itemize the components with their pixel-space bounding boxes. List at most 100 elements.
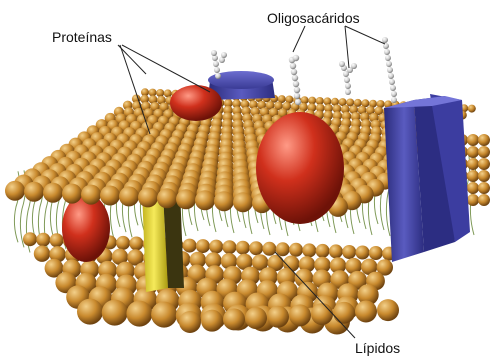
sugar-bead xyxy=(291,69,297,75)
lipid-head xyxy=(223,240,237,254)
peripheral-protein-red-small xyxy=(170,85,222,121)
lipid-head xyxy=(302,243,316,257)
sugar-bead xyxy=(293,55,299,61)
lipid-head xyxy=(138,187,158,207)
lipid-head xyxy=(195,190,215,210)
lipid-head xyxy=(5,181,25,201)
lipid-head xyxy=(214,191,234,211)
lipid-head xyxy=(156,89,164,97)
sugar-bead xyxy=(212,55,218,61)
sugar-bead xyxy=(214,67,220,73)
lipid-head xyxy=(289,304,311,326)
sugar-bead xyxy=(384,49,390,55)
lipid-head xyxy=(126,301,152,327)
lipid-head xyxy=(478,194,490,206)
sugar-bead xyxy=(215,73,221,79)
lipid-head xyxy=(356,246,370,260)
lipid-head xyxy=(249,241,263,255)
lipid-head xyxy=(333,302,355,324)
lipid-head xyxy=(233,192,253,212)
sugar-bead xyxy=(391,97,397,103)
lipid-head xyxy=(329,244,343,258)
lipid-head xyxy=(478,134,490,146)
sugar-bead xyxy=(294,93,300,99)
sugar-bead xyxy=(294,87,300,93)
transmembrane-protein-blue xyxy=(384,94,470,262)
lipid-head xyxy=(276,242,290,256)
sugar-bead xyxy=(389,79,395,85)
lipid-head xyxy=(267,306,289,328)
sugar-bead xyxy=(388,73,394,79)
lipid-head xyxy=(157,188,177,208)
sugar-bead xyxy=(387,67,393,73)
lipid-head xyxy=(151,302,177,328)
sugar-bead xyxy=(382,37,388,43)
sugar-bead xyxy=(292,75,298,81)
lipid-head xyxy=(245,307,267,329)
sugar-bead xyxy=(345,89,351,95)
label-oligosaccharides: Oligosacáridos xyxy=(267,10,360,26)
sugar-bead xyxy=(213,61,219,67)
sugar-bead xyxy=(391,91,397,97)
lipid-head xyxy=(81,185,101,205)
lipid-head xyxy=(316,244,330,258)
embedded-protein-left xyxy=(62,194,110,262)
sugar-bead xyxy=(211,50,217,56)
sugar-bead xyxy=(386,61,392,67)
lipid-head xyxy=(116,236,130,250)
lipid-head xyxy=(478,170,490,182)
sugar-bead xyxy=(385,55,391,61)
lipid-head xyxy=(311,303,333,325)
lipid-head xyxy=(196,239,210,253)
lipid-head xyxy=(262,242,276,256)
lipid-head xyxy=(209,240,223,254)
lipid-head xyxy=(223,308,245,330)
sugar-bead xyxy=(345,83,351,89)
sugar-bead xyxy=(339,61,345,67)
lipid-head xyxy=(176,189,196,209)
lipid-head xyxy=(467,146,479,158)
lipid-head xyxy=(467,170,479,182)
lipid-head xyxy=(236,241,250,255)
lipid-head xyxy=(77,299,103,325)
lipid-head xyxy=(23,232,37,246)
label-proteins: Proteínas xyxy=(52,29,112,45)
lipid-head xyxy=(478,182,490,194)
lipid-head xyxy=(369,246,383,260)
label-lipids: Lípidos xyxy=(355,340,400,356)
lipid-head xyxy=(467,134,479,146)
sugar-bead xyxy=(290,63,296,69)
lipid-head xyxy=(478,158,490,170)
lipid-head xyxy=(467,194,479,206)
lipid-head xyxy=(24,182,44,202)
lipid-head xyxy=(289,243,303,257)
lipid-head xyxy=(346,99,354,107)
lipid-head xyxy=(43,183,63,203)
sugar-bead xyxy=(344,77,350,83)
lipid-head xyxy=(102,300,128,326)
sugar-bead xyxy=(351,63,357,69)
sugar-bead xyxy=(295,99,301,105)
lipid-head xyxy=(183,239,197,253)
lipid-head xyxy=(62,184,82,204)
lipid-head xyxy=(100,186,120,206)
sugar-bead xyxy=(221,52,227,58)
lipid-head xyxy=(468,105,476,113)
lipid-head xyxy=(355,300,377,322)
lipid-head xyxy=(339,98,347,106)
lipid-head xyxy=(342,245,356,259)
lipid-head xyxy=(179,311,201,333)
lipid-head xyxy=(467,182,479,194)
sugar-bead xyxy=(390,85,396,91)
lipid-head xyxy=(34,246,50,262)
lipid-head xyxy=(119,186,139,206)
lipid-head xyxy=(201,310,223,332)
lipid-head xyxy=(478,146,490,158)
lipid-head xyxy=(36,233,50,247)
lipid-head xyxy=(129,237,143,251)
integral-protein-red-large xyxy=(256,112,344,224)
sugar-bead xyxy=(293,81,299,87)
lipid-head xyxy=(377,299,399,321)
